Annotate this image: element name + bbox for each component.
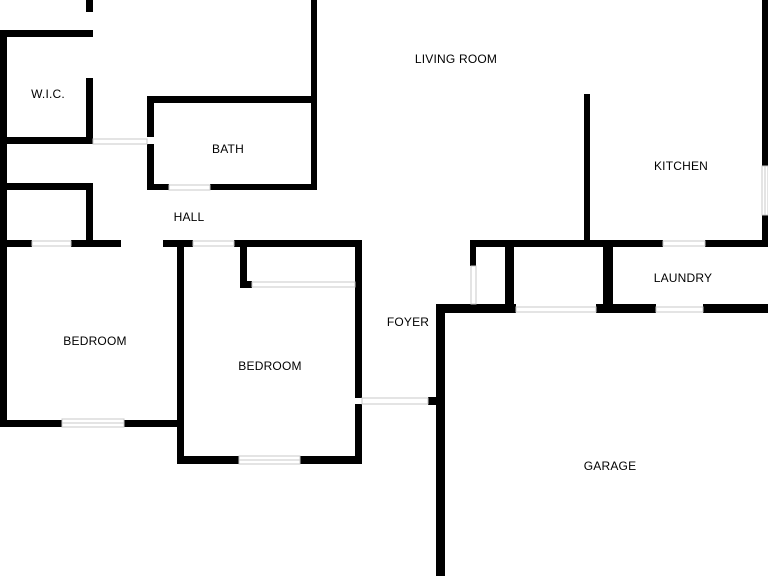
door-bath (168, 184, 211, 191)
wall-closet-center-bottom (240, 281, 252, 288)
wall-bedroom-left-divider (177, 240, 184, 462)
room-label-hall: HALL (173, 210, 205, 224)
wall-bath-left-upper (147, 96, 154, 137)
wall-entry-stub (428, 397, 438, 405)
wall-kitchen-divider (584, 94, 590, 246)
room-label-garage: GARAGE (583, 459, 637, 473)
wall-kitchen-bottom-1 (505, 240, 663, 247)
wall-hall-bottom-1 (0, 240, 32, 247)
wall-laundry-left (603, 240, 613, 312)
wall-bedroom-center-bottom-1 (177, 456, 239, 464)
wall-kitchen-bottom-2 (705, 240, 768, 247)
room-label-kitchen: KITCHEN (653, 159, 709, 173)
room-label-foyer: FOYER (386, 315, 430, 329)
room-label-laundry: LAUNDRY (653, 271, 713, 285)
door-foyer-closet (470, 265, 477, 305)
wall-upper-vertical (311, 0, 317, 190)
wall-garage-top-3 (703, 304, 768, 313)
wall-right-exterior-upper (762, 0, 768, 166)
wall-bath-bottom-left (147, 184, 169, 190)
wall-hall-bottom-2 (71, 240, 121, 247)
closet-rail (251, 281, 356, 288)
wall-foyer-closet-divider (505, 240, 514, 310)
wall-bath-top (147, 96, 317, 103)
door-garage (515, 306, 597, 313)
room-label-bedroom-left: BEDROOM (63, 334, 127, 348)
room-label-living-room: LIVING ROOM (414, 52, 498, 66)
wall-hall-bottom-4 (234, 240, 362, 247)
wall-garage-left (436, 304, 445, 576)
wall-closet-bottom (5, 183, 93, 190)
wall-bedroom-center-right-lower (355, 404, 362, 464)
openings (31, 138, 768, 465)
wall-foyer-closet-top (470, 240, 508, 247)
wall-wic-bottom (5, 137, 93, 144)
wall-bedroom-left-bottom-1 (0, 420, 62, 427)
wall-wic-top (5, 30, 93, 37)
door-wic (92, 138, 148, 145)
door-front (361, 397, 429, 405)
wall-wic-right (86, 78, 93, 141)
wall-closet-center-left (240, 240, 247, 288)
wall-wic-right-upper (86, 0, 93, 12)
wall-bath-bottom-right (210, 184, 317, 190)
wall-left-exterior (0, 30, 7, 427)
wall-foyer-closet-left (470, 240, 476, 266)
wall-closet-right (86, 183, 93, 243)
wall-bedroom-center-bottom-2 (300, 456, 362, 464)
door-bedroom-left (31, 240, 72, 247)
wall-bath-left-lower (147, 144, 154, 190)
door-bedroom-center (192, 240, 235, 247)
wall-bedroom-left-bottom-2 (124, 420, 184, 427)
room-label-wic: W.I.C. (31, 87, 65, 101)
wall-right-exterior-lower (762, 215, 768, 247)
room-label-bath: BATH (212, 142, 244, 156)
wall-garage-top-2 (596, 304, 656, 313)
wall-bedroom-center-right-upper (355, 240, 362, 398)
wall-garage-top-1 (436, 304, 516, 313)
door-kitchen (662, 240, 706, 247)
room-label-bedroom-center: BEDROOM (238, 359, 302, 373)
door-laundry (655, 306, 704, 313)
